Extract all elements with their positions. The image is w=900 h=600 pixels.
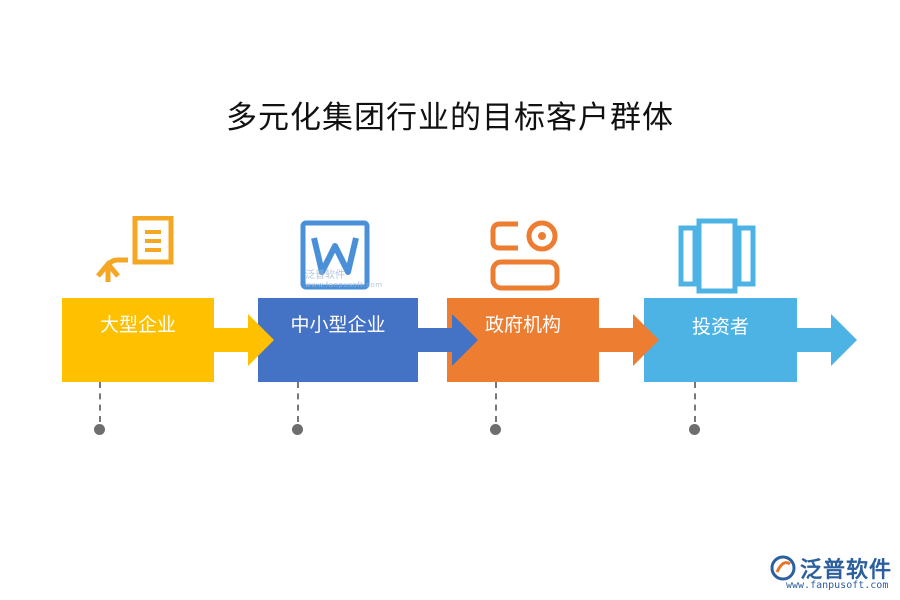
brand-name: 泛普软件: [800, 558, 893, 583]
diagram-title: 多元化集团行业的目标客户群体: [226, 100, 674, 136]
arrow-2: [418, 314, 478, 366]
stem-4: [694, 382, 696, 422]
arrow-1: [214, 314, 274, 366]
step-investor: 投资者: [644, 298, 797, 382]
dot-3: [490, 424, 501, 435]
dot-1: [94, 424, 105, 435]
step-label: 投资者: [691, 316, 749, 338]
dot-4: [689, 424, 700, 435]
return-document-icon: [96, 216, 174, 282]
step-sme: 中小型企业: [258, 298, 418, 382]
stem-3: [495, 382, 497, 422]
step-label: 中小型企业: [290, 314, 386, 336]
arrow-3: [599, 314, 659, 366]
brand-logo: 泛普软件: [770, 552, 892, 584]
word-document-icon: [300, 220, 370, 290]
id-card-icon: [490, 220, 560, 291]
step-large-enterprise: 大型企业: [62, 298, 214, 382]
stem-1: [99, 382, 101, 422]
arrow-4: [797, 314, 857, 366]
step-label: 政府机构: [484, 314, 561, 336]
brand-url: www.fanpusoft.com: [786, 580, 889, 591]
panels-icon: [678, 218, 756, 294]
watermark: 泛普软件 www.fanpusoft.com: [305, 270, 383, 289]
stem-2: [297, 382, 299, 422]
step-label: 大型企业: [99, 314, 176, 336]
brand-logo-icon: [770, 555, 796, 581]
dot-2: [292, 424, 303, 435]
